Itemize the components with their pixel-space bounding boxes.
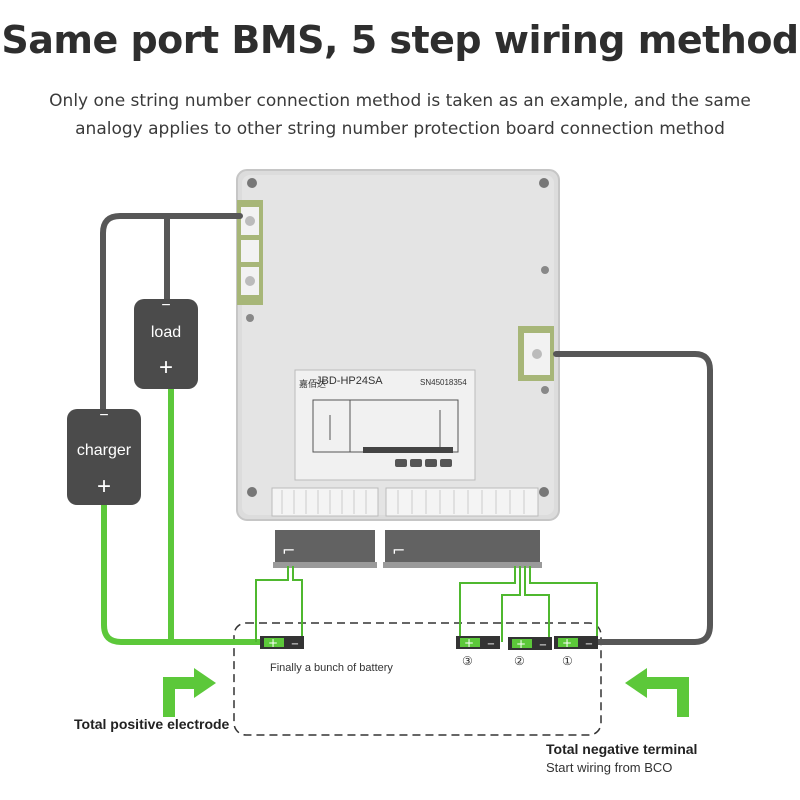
total-negative-wire xyxy=(553,351,713,645)
subtitle-line-2: analogy applies to other string number p… xyxy=(75,119,725,139)
page-title: Same port BMS, 5 step wiring method xyxy=(1,18,799,62)
negative-arrow-icon xyxy=(645,677,689,717)
load-minus: − xyxy=(161,297,171,314)
battery-pack-outline xyxy=(233,622,602,736)
battery-cells: + − + − + − + − xyxy=(260,636,598,651)
charger-minus: − xyxy=(99,407,109,424)
svg-text:+: + xyxy=(516,637,526,651)
svg-text:−: − xyxy=(291,639,299,650)
load-plus: + xyxy=(158,354,173,381)
charger-positive-wire xyxy=(101,502,271,645)
last-battery-cell: + − xyxy=(260,636,304,650)
board-serial: SN45018354 xyxy=(420,378,467,387)
charger-negative-wire xyxy=(100,213,243,415)
svg-text:−: − xyxy=(487,639,495,650)
total-positive-label: Total positive electrode xyxy=(74,716,230,732)
svg-text:⌐: ⌐ xyxy=(282,541,295,560)
positive-arrow-head-icon xyxy=(194,668,216,698)
svg-text:−: − xyxy=(585,639,593,650)
negative-arrow-head-icon xyxy=(625,668,647,698)
charger-label: charger xyxy=(76,442,132,459)
load-box: − load + xyxy=(134,297,198,389)
svg-text:⌐: ⌐ xyxy=(392,541,405,560)
charger-box: − charger + xyxy=(67,407,141,505)
balance-plugs: ⌐ ⌐ xyxy=(273,530,542,568)
svg-text:+: + xyxy=(562,636,572,650)
cell-number-1: ① xyxy=(562,654,573,668)
battery-cell-1: + − xyxy=(554,636,598,650)
charger-plus: + xyxy=(96,473,111,500)
svg-text:−: − xyxy=(539,640,547,651)
board-model: JBD-HP24SA xyxy=(316,375,383,387)
total-negative-label: Total negative terminal xyxy=(546,741,698,757)
cell-number-3: ③ xyxy=(462,654,473,668)
svg-text:+: + xyxy=(268,636,278,650)
board-brand: 嘉佰达 xyxy=(299,379,327,389)
last-battery-label: Finally a bunch of battery xyxy=(270,662,393,674)
load-label: load xyxy=(150,324,182,341)
positive-arrow-icon xyxy=(163,677,196,717)
battery-cell-2: + − xyxy=(508,637,552,651)
svg-text:+: + xyxy=(464,636,474,650)
battery-cell-3: + − xyxy=(456,636,500,650)
subtitle-line-1: Only one string number connection method… xyxy=(49,91,751,111)
cell-number-2: ② xyxy=(514,654,525,668)
bms-board xyxy=(236,169,560,521)
start-wiring-label: Start wiring from BCO xyxy=(546,760,673,775)
